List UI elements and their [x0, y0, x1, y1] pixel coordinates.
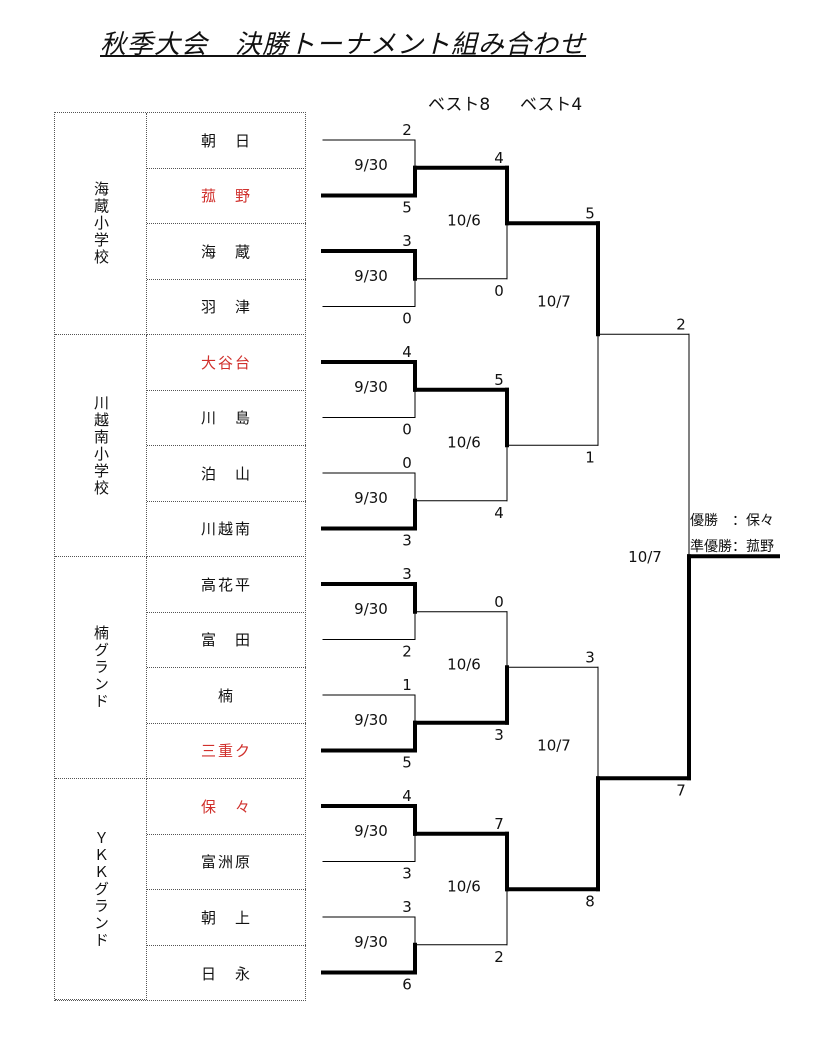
r1-match-top-score: 2 [402, 121, 412, 139]
team-cell: 楠 [147, 668, 306, 724]
r1-match-bottom-score: 6 [402, 976, 412, 994]
r1-match-date: 9/30 [354, 267, 388, 285]
final-match-top-score: 2 [676, 315, 686, 333]
final-match-date: 10/7 [628, 548, 662, 566]
team-cell: 羽 津 [147, 280, 306, 335]
r1-match-date: 9/30 [354, 156, 388, 174]
r1-match-top-score: 3 [402, 898, 412, 916]
team-cell: 海 蔵 [147, 224, 306, 280]
r2-match-bottom-score: 3 [494, 726, 504, 744]
r3-match-bottom-score: 8 [585, 892, 595, 910]
team-cell: 川越南 [147, 502, 306, 557]
r1-match-top-score: 4 [402, 343, 412, 361]
venue-name: 川越南小学校 [92, 394, 110, 497]
r2-match-bottom-score: 4 [494, 504, 504, 522]
r2-match-top-score: 5 [494, 371, 504, 389]
r1-match-bottom-score: 3 [402, 532, 412, 550]
team-cell: 泊 山 [147, 446, 306, 502]
venue-cell: 川越南小学校 [55, 335, 147, 557]
round-label-best4: ベスト4 [520, 95, 583, 115]
r1-match-top-score: 3 [402, 565, 412, 583]
r1-match-bottom-score: 0 [402, 421, 412, 439]
r2-match-date: 10/6 [447, 211, 481, 229]
r2-match-bottom-score: 2 [494, 948, 504, 966]
r1-match-top-score: 0 [402, 454, 412, 472]
r2-match-date: 10/6 [447, 433, 481, 451]
r1-match-date: 9/30 [354, 489, 388, 507]
r1-match-top-score: 4 [402, 787, 412, 805]
team-table: 海蔵小学校 川越南小学校 楠グランド ＹＫＫグランド 朝 日菰 野海 蔵羽 津大… [54, 112, 306, 1001]
r1-match-date: 9/30 [354, 711, 388, 729]
r2-match-date: 10/6 [447, 877, 481, 895]
runner-up-text: 準優勝：菰野 [690, 539, 774, 555]
venue-name: ＹＫＫグランド [92, 829, 110, 949]
venue-cell: 海蔵小学校 [55, 113, 147, 335]
r1-match-top-score: 3 [402, 232, 412, 250]
team-cell: 菰 野 [147, 169, 306, 224]
team-cell: 日 永 [200, 964, 252, 983]
r1-match-date: 9/30 [354, 822, 388, 840]
team-cell: 三重ク [147, 724, 306, 779]
team-cell: 富 田 [147, 613, 306, 668]
r2-match-top-score: 0 [494, 593, 504, 611]
r3-match-bottom-score: 1 [585, 448, 595, 466]
team-cell: 富洲原 [147, 835, 306, 890]
venue-cell: 楠グランド [55, 557, 147, 779]
r3-match-date: 10/7 [537, 736, 571, 754]
final-match-bottom-score: 7 [676, 781, 686, 799]
venue-name: 楠グランド [92, 625, 110, 710]
team-cell: 保 々 [147, 779, 306, 835]
r2-match-top-score: 7 [494, 815, 504, 833]
page-title: 秋季大会 決勝トーナメント組み合わせ [100, 30, 587, 60]
r1-match-top-score: 1 [402, 676, 412, 694]
r1-match-date: 9/30 [354, 600, 388, 618]
r3-match-date: 10/7 [537, 292, 571, 310]
r1-match-bottom-score: 5 [402, 754, 412, 772]
team-cell: 朝 上 [147, 890, 306, 946]
team-cell: 朝 日 [147, 113, 306, 169]
r3-match-top-score: 5 [585, 204, 595, 222]
team-cell: 高花平 [147, 557, 306, 613]
r2-match-top-score: 4 [494, 149, 504, 167]
r2-match-bottom-score: 0 [494, 282, 504, 300]
venue-name: 海蔵小学校 [92, 181, 110, 266]
r2-match-date: 10/6 [447, 655, 481, 673]
r1-match-date: 9/30 [354, 933, 388, 951]
r3-match-top-score: 3 [585, 648, 595, 666]
r1-match-bottom-score: 5 [402, 199, 412, 217]
r1-match-bottom-score: 2 [402, 643, 412, 661]
r1-match-bottom-score: 0 [402, 310, 412, 328]
r1-match-date: 9/30 [354, 378, 388, 396]
r1-match-bottom-score: 3 [402, 865, 412, 883]
team-cell: 大谷台 [147, 335, 306, 391]
venue-cell: ＹＫＫグランド [55, 779, 147, 1000]
team-cell: 川 島 [147, 391, 306, 446]
champion-text: 優勝 ：保々 [690, 513, 774, 529]
round-label-best8: ベスト8 [428, 95, 491, 115]
